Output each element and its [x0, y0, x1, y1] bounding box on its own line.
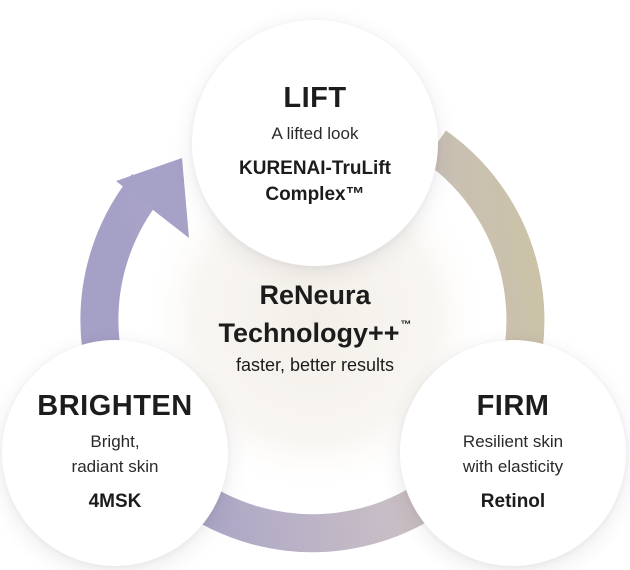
- node-firm: FIRM Resilient skin with elasticity Reti…: [400, 340, 626, 566]
- center-title-line1: ReNeura: [259, 280, 371, 310]
- node-brighten-description: Bright, radiant skin: [71, 431, 159, 476]
- cycle-arc: [80, 130, 545, 553]
- center-title-text: Technology++: [218, 318, 400, 348]
- node-lift-ingredient: KURENAI-TruLift Complex™: [239, 158, 391, 205]
- node-brighten-ingredient: 4MSK: [88, 490, 142, 512]
- node-firm-title: FIRM: [476, 389, 550, 422]
- node-firm-ingredient: Retinol: [480, 490, 546, 512]
- node-firm-description: Resilient skin with elasticity: [462, 431, 564, 476]
- node-lift-description: A lifted look: [271, 124, 359, 143]
- center-glow: [140, 145, 490, 495]
- center-subtitle: faster, better results: [235, 355, 395, 375]
- center-label: ReNeura Technology++™ faster, better res…: [175, 280, 455, 378]
- cycle-arrowhead: [116, 158, 189, 238]
- trademark-symbol: ™: [400, 319, 412, 331]
- node-lift: LIFT A lifted look KURENAI-TruLift Compl…: [192, 20, 438, 266]
- node-brighten-title: BRIGHTEN: [37, 389, 193, 422]
- center-title-line2: Technology++™: [175, 310, 455, 348]
- node-lift-title: LIFT: [283, 82, 347, 114]
- node-brighten: BRIGHTEN Bright, radiant skin 4MSK: [2, 340, 228, 566]
